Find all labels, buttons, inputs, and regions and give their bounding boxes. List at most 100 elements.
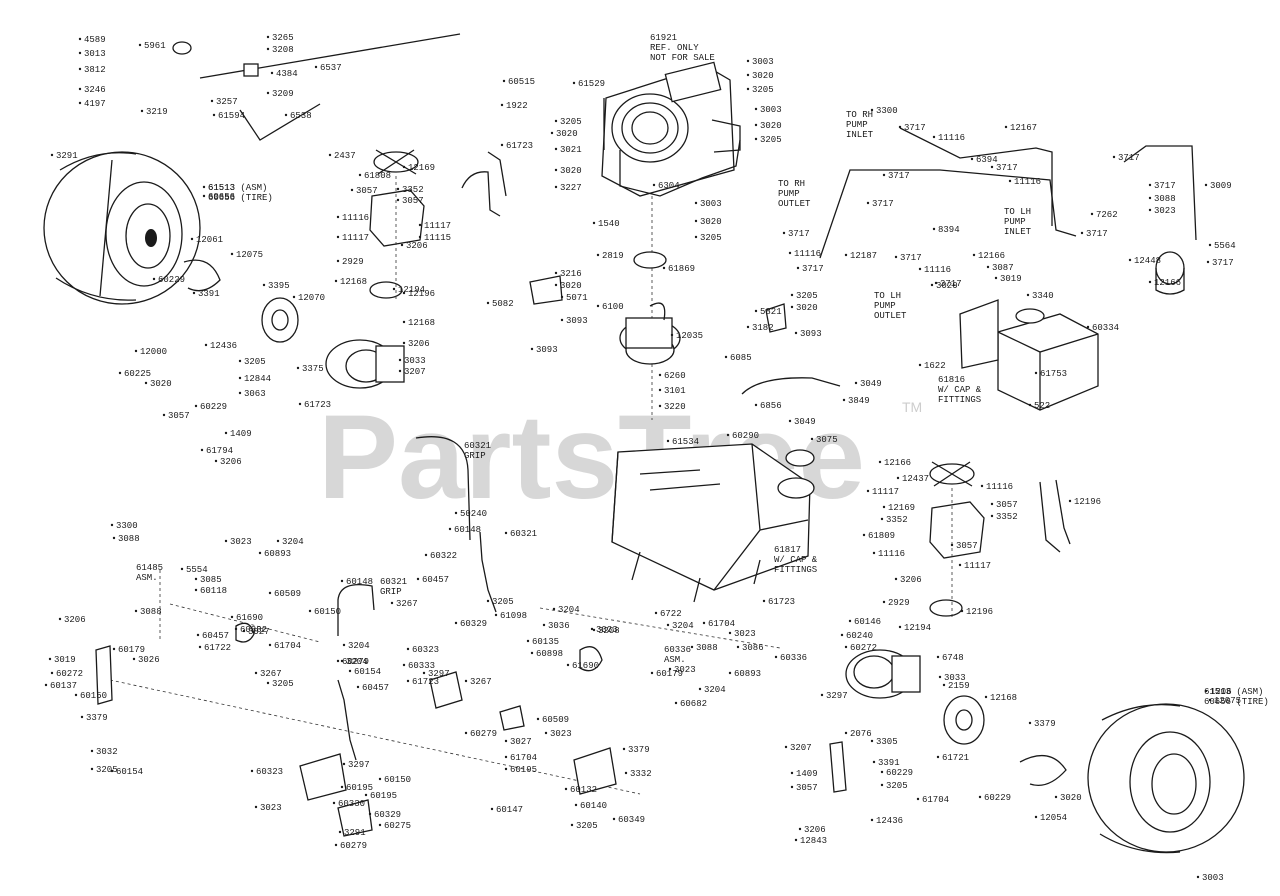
part-number-label: 2076	[850, 729, 872, 739]
part-number-label: 3057	[356, 186, 378, 196]
part-number-label: 12054	[1040, 813, 1067, 823]
leader-dot	[258, 551, 262, 555]
part-number-label: 61098	[500, 611, 527, 621]
part-number-label: 6748	[942, 653, 964, 663]
part-number-label: 61794	[206, 446, 233, 456]
leader-dot	[504, 767, 508, 771]
part-number-label: 3086	[742, 643, 764, 653]
part-number-label: 3204	[558, 605, 580, 615]
part-number-label: 4197	[84, 99, 106, 109]
leader-dot	[990, 514, 994, 518]
part-number-label: 60898	[536, 649, 563, 659]
part-number-label: 3205	[886, 781, 908, 791]
part-number-label: 3379	[1034, 719, 1056, 729]
leader-dot	[424, 553, 428, 557]
leader-dot	[378, 777, 382, 781]
part-number-label: 3088	[696, 643, 718, 653]
part-number-label: 3379	[628, 745, 650, 755]
part-number-label: 1206	[1210, 687, 1232, 697]
part-number-label: 3391	[878, 758, 900, 768]
part-number-label: 60147	[496, 805, 523, 815]
part-number-label: 61594	[218, 111, 245, 121]
part-number-label: 61723	[304, 400, 331, 410]
part-number-label: 61704	[708, 619, 735, 629]
part-number-label: 3204	[282, 537, 304, 547]
part-number-label: 1540	[598, 219, 620, 229]
engine-pulley-clutch	[619, 251, 681, 365]
leader-dot	[894, 255, 898, 259]
part-number-label: 3003	[700, 199, 722, 209]
leader-dot	[486, 301, 490, 305]
leader-dot	[592, 628, 596, 632]
fuel-tank	[611, 443, 815, 603]
part-number-label: 60148	[454, 525, 481, 535]
leader-dot	[332, 801, 336, 805]
leader-dot	[736, 645, 740, 649]
leader-dot	[202, 194, 206, 198]
leader-dot	[1034, 815, 1038, 819]
leader-dot	[342, 643, 346, 647]
leader-dot	[500, 143, 504, 147]
part-number-label: 8394	[938, 225, 960, 235]
leader-dot	[210, 99, 214, 103]
leader-dot	[1034, 371, 1038, 375]
leader-dot	[230, 252, 234, 256]
leader-dot	[550, 131, 554, 135]
part-number-label: 1409	[230, 429, 252, 439]
part-number-label: 3063	[244, 389, 266, 399]
leader-dot	[866, 201, 870, 205]
part-number-label: 61809	[868, 531, 895, 541]
leader-dot	[694, 235, 698, 239]
leader-dot	[336, 235, 340, 239]
part-number-label: 12436	[210, 341, 237, 351]
part-number-label: 60279	[340, 841, 367, 851]
leader-dot	[950, 543, 954, 547]
leader-dot	[230, 615, 234, 619]
part-number-label: 3023	[674, 665, 696, 675]
leader-dot	[574, 803, 578, 807]
leader-dot	[78, 87, 82, 91]
leader-dot	[276, 539, 280, 543]
part-number-label: 12167	[1010, 123, 1037, 133]
part-number-label: 3206	[900, 575, 922, 585]
part-number-label: 1409	[796, 769, 818, 779]
leader-dot	[254, 805, 258, 809]
part-number-label: 60146	[854, 617, 881, 627]
part-number-label: 12843	[800, 836, 827, 846]
part-number-label: 60329	[460, 619, 487, 629]
leader-dot	[110, 769, 114, 773]
leader-dot	[1080, 231, 1084, 235]
leader-dot	[566, 663, 570, 667]
leader-dot	[194, 588, 198, 592]
part-number-label: 4589	[84, 35, 106, 45]
leader-dot	[308, 609, 312, 613]
part-number-label: 3206	[804, 825, 826, 835]
leader-dot	[972, 253, 976, 257]
leader-dot	[862, 533, 866, 537]
leader-dot	[238, 376, 242, 380]
hydraulic-reservoir	[959, 251, 1185, 411]
note-asm-2: ASM.	[664, 655, 686, 665]
part-number-label: 3009	[1210, 181, 1232, 191]
part-number-label: 60135	[532, 637, 559, 647]
leader-dot	[202, 185, 206, 189]
leader-dot	[266, 47, 270, 51]
leader-dot	[464, 679, 468, 683]
note-to-rh-pump-inlet: PUMP	[846, 120, 868, 130]
part-number-label: 60154	[116, 767, 143, 777]
part-number-label: 60195	[346, 783, 373, 793]
leader-dot	[486, 599, 490, 603]
part-number-label: 3057	[168, 411, 190, 421]
part-number-label: 12194	[904, 623, 931, 633]
part-number-label: 60336	[780, 653, 807, 663]
leader-dot	[658, 388, 662, 392]
part-number-label: 61723	[412, 677, 439, 687]
leader-dot	[694, 201, 698, 205]
part-number-label: 3023	[230, 537, 252, 547]
part-number-label: 60882	[240, 625, 267, 635]
part-number-label: 3003	[1202, 873, 1224, 883]
part-number-label: 61723	[506, 141, 533, 151]
part-number-label: 3057	[996, 500, 1018, 510]
leader-dot	[938, 675, 942, 679]
